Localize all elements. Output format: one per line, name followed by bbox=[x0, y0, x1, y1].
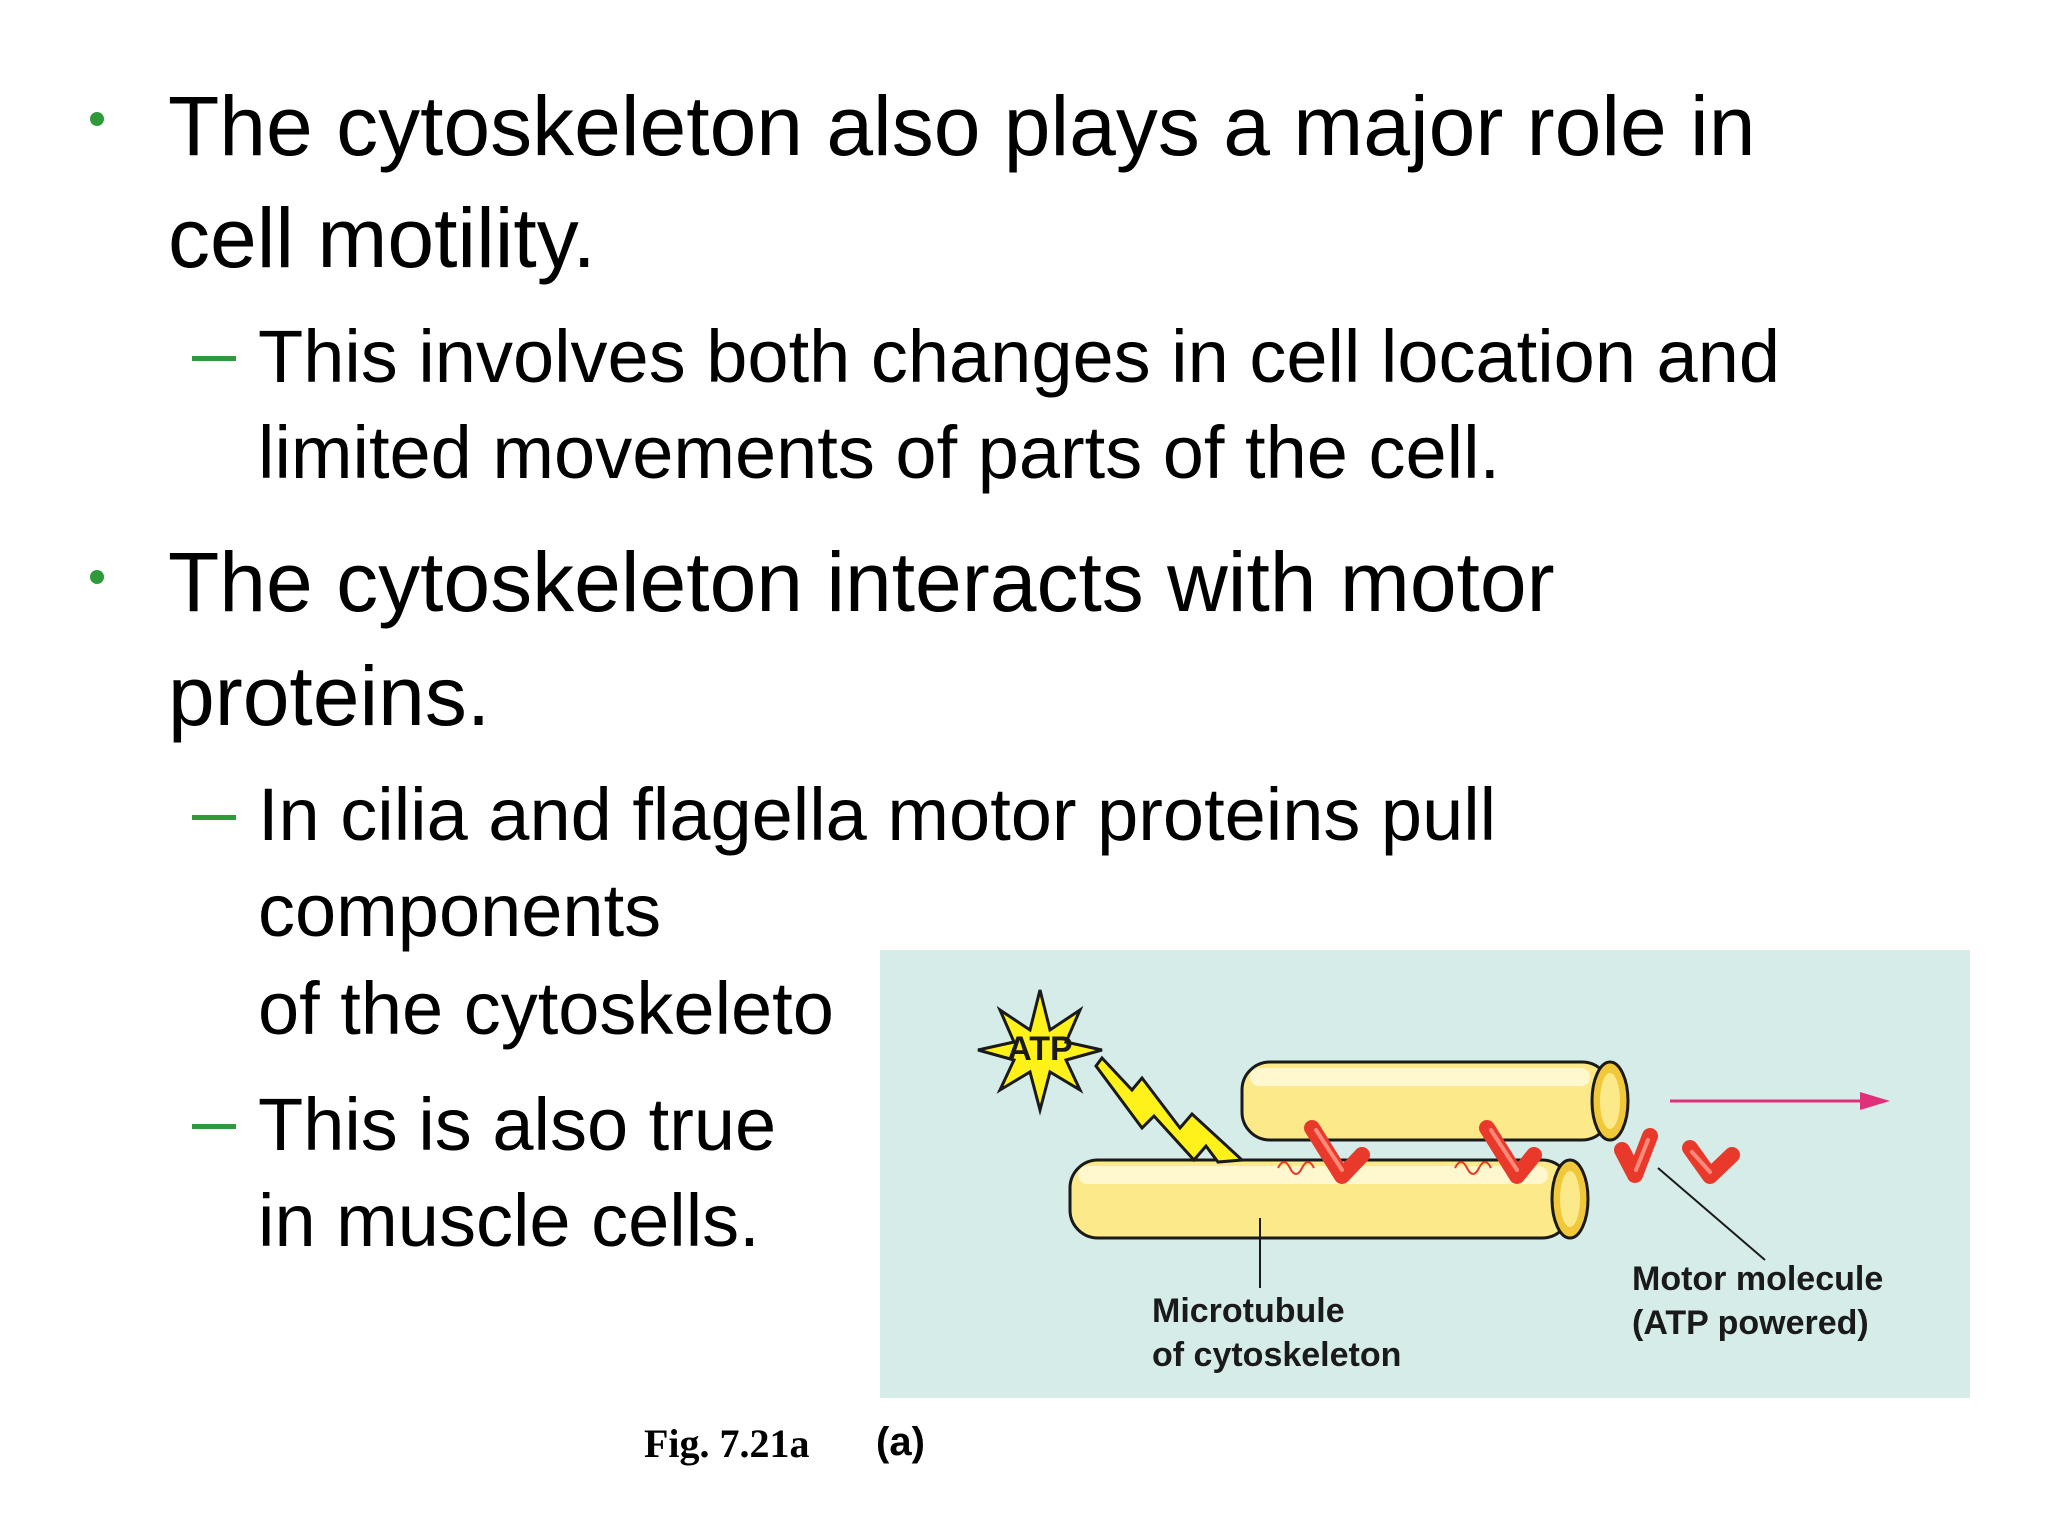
upper-microtubule bbox=[1240, 1060, 1630, 1142]
motor-highlight bbox=[1314, 1128, 1712, 1174]
bullet-2-line-1: The cytoskeleton interacts with motor bbox=[168, 535, 1555, 629]
sub-bullet-2-line-2: components bbox=[258, 869, 662, 952]
energy-bolt bbox=[1094, 1055, 1246, 1164]
sub-bullet-2-line-1: In cilia and flagella motor proteins pul… bbox=[258, 773, 1497, 856]
bullet-marker bbox=[90, 112, 104, 126]
sub-bullet-1-line-1: This involves both changes in cell locat… bbox=[258, 315, 1781, 398]
sub-bullet-marker bbox=[192, 356, 236, 361]
sub-bullet-marker bbox=[192, 1124, 236, 1129]
bullet-2-line-2: proteins. bbox=[168, 649, 491, 743]
direction-arrow bbox=[1670, 1092, 1890, 1110]
bullet-1-line-2: cell motility. bbox=[168, 191, 596, 285]
motor-label-line-2: (ATP powered) bbox=[1632, 1304, 1869, 1342]
sub-bullet-marker bbox=[192, 815, 236, 820]
microtubule-label-line-2: of cytoskeleton bbox=[1152, 1336, 1401, 1374]
squiggle-lines bbox=[1277, 1161, 1492, 1175]
atp-burst: ATP bbox=[977, 989, 1103, 1116]
bullet-1-line-1: The cytoskeleton also plays a major role… bbox=[168, 79, 1756, 173]
sub-bullet-1-line-2: limited movements of parts of the cell. bbox=[258, 411, 1501, 494]
figure-illustration: ATP Microtubule of cytoskeleton Motor mo… bbox=[977, 989, 1890, 1374]
sub-bullet-2-line-3: of the cytoskeleto bbox=[258, 967, 834, 1050]
motor-protein-figure: ATP Microtubule of cytoskeleton Motor mo… bbox=[880, 950, 1970, 1398]
motor-leader-line bbox=[1657, 1167, 1766, 1261]
bullet-marker bbox=[90, 570, 104, 584]
sub-bullet-3-line-1: This is also true bbox=[258, 1083, 777, 1166]
sub-bullet-3-line-2: in muscle cells. bbox=[258, 1179, 760, 1262]
atp-label: ATP bbox=[1007, 1030, 1072, 1068]
figure-caption: Fig. 7.21a bbox=[644, 1421, 810, 1466]
figure-panel-letter: (a) bbox=[876, 1420, 925, 1464]
motor-label-line-1: Motor molecule bbox=[1632, 1260, 1883, 1298]
microtubule-label-line-1: Microtubule bbox=[1152, 1292, 1345, 1330]
lower-microtubule bbox=[1068, 1158, 1590, 1240]
